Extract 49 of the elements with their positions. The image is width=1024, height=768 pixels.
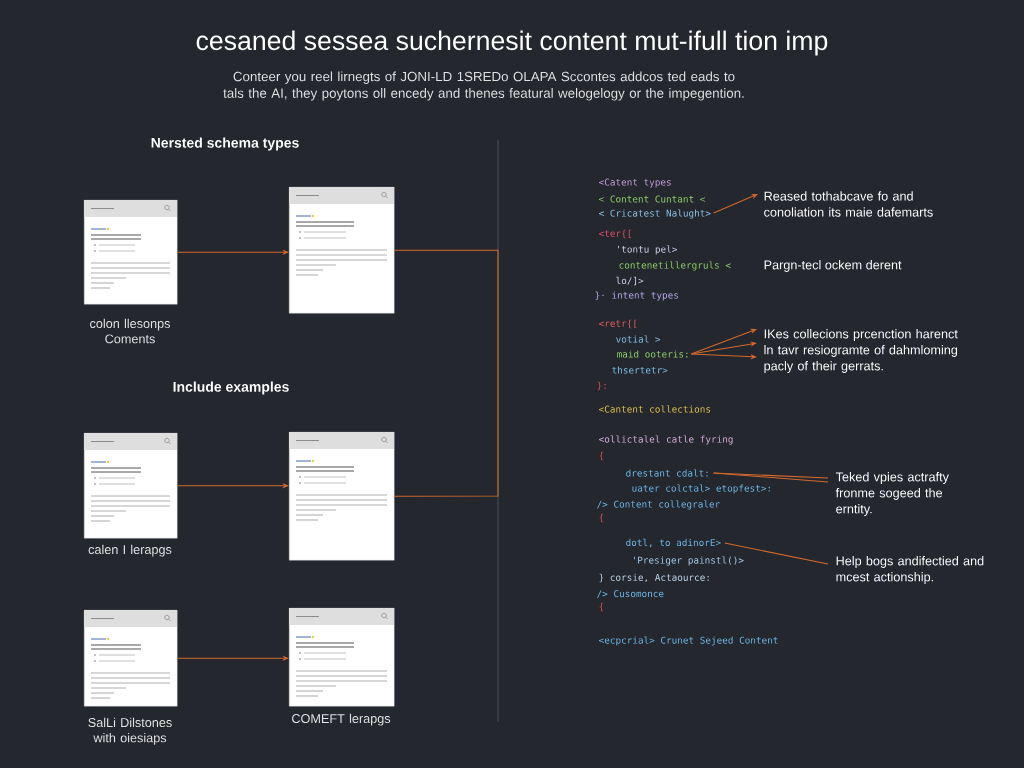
code-line: <ollictalel catle fyring: [599, 435, 733, 445]
code-line: drestant cdalt:: [626, 469, 708, 477]
arrow: [176, 655, 289, 661]
code-line: {: [599, 602, 604, 612]
code-line: {: [599, 513, 604, 523]
code-line: maid ooteris:: [617, 350, 688, 358]
code-line: uater colctal> etopfest>:: [632, 484, 770, 494]
code-line: contenetillergruls <: [619, 261, 731, 271]
section-heading: Include examples: [173, 381, 289, 395]
web-page-drawing: [289, 608, 395, 707]
node-label: calen I lerapgs: [88, 544, 172, 557]
title: cesaned sessea suchernesit content mut-ifull tion imp: [196, 30, 828, 56]
code-line: <ecpcrial> Crunet Sejeed Content: [599, 636, 778, 646]
code-line: lo/]>: [616, 276, 644, 286]
annotation-text: Teked vpies actrafty fronme sogeed the erntity.: [835, 472, 949, 516]
code-line: /> Content collegraler: [597, 500, 720, 510]
web-page-drawing: [84, 433, 178, 539]
node-label: COMEFT lerapgs: [292, 713, 391, 726]
section-heading: Nersted schema types: [151, 137, 299, 151]
code-line: 'tontu pel>: [618, 245, 677, 255]
code-line: 'Presiger painstl()>: [634, 556, 744, 566]
code-line: } corsie, Actaource:: [599, 573, 709, 583]
node-label: colon llesonps Coments: [90, 318, 170, 344]
code-line: /> Cusomonce: [597, 590, 664, 598]
code-line: {: [599, 451, 604, 461]
code-line: <Cantent collections: [599, 405, 711, 413]
web-page-drawing: [84, 610, 178, 707]
code-line: }· intent types: [595, 291, 678, 301]
annotation-text: Pargn-tecl ockem derent: [764, 260, 902, 272]
code-line: votial >: [616, 335, 661, 343]
node-label: SalLi Dilstones with oiesiaps: [88, 717, 172, 745]
code-line: < Content Cuntant <: [599, 195, 705, 203]
code-line: <retr{[: [599, 319, 637, 329]
arrow: [690, 328, 757, 355]
code-line: <Catent types: [599, 178, 671, 188]
web-page-drawing: [84, 200, 178, 305]
annotation-text: Help bogs andifectied and mcest actionship.: [836, 556, 984, 584]
code-line: }:: [597, 381, 606, 391]
code-line: thsertetr>: [612, 366, 668, 374]
code-line: dotl, to adinorE>: [626, 538, 721, 548]
code-line: < Cricatest Nalught>: [599, 209, 711, 219]
arrow: [713, 194, 758, 214]
annotation-text: Reased tothabcave fo and conoliation its maie dafemarts: [764, 191, 933, 217]
web-page-drawing: [289, 187, 395, 314]
web-page-drawing: [289, 432, 395, 561]
annotation-text: IKes collecions prcenction harenct ln tavr resiogramte of dahmloming pacly of their gerrats.: [764, 329, 958, 373]
arrow: [176, 249, 289, 255]
subtitle: Conteer you reel lirnegts of JONI-LD 1SREDo OLAPA Sccontes addcos ted eads to tals the AI, they poytons oll encedy and thenes featural welogelogy or the impegention.: [223, 71, 744, 101]
code-line: <ter{[: [599, 229, 631, 239]
